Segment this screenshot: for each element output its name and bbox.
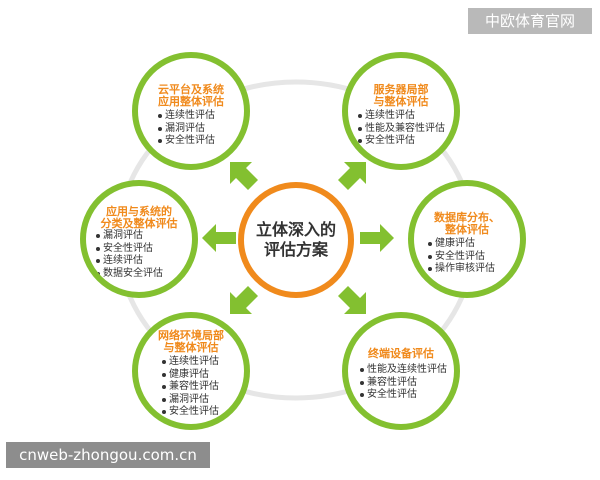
bullet-icon: [158, 114, 162, 118]
list-item: 漏洞评估: [162, 394, 219, 407]
bullet-icon: [428, 254, 432, 259]
bullet-icon: [96, 246, 100, 251]
bullet-icon: [162, 410, 166, 415]
bullet-icon: [162, 397, 166, 402]
list-item: 数据安全评估: [96, 268, 163, 281]
arrow-to-database: [360, 224, 394, 252]
list-item: 连续性评估: [158, 110, 215, 123]
center-title: 立体深入的 评估方案: [255, 220, 336, 259]
watermark-top: 中欧体育官网: [468, 8, 592, 34]
node-database-title: 数据库分布、 整体评估: [434, 211, 500, 236]
list-item: 性能及连续性评估: [360, 364, 447, 377]
node-database-list: 健康评估 安全性评估 操作审核评估: [428, 238, 495, 276]
bullet-icon: [360, 393, 364, 398]
list-item: 操作审核评估: [428, 263, 495, 276]
node-database: 数据库分布、 整体评估 健康评估 安全性评估 操作审核评估: [408, 180, 526, 298]
list-item: 安全性评估: [360, 389, 447, 402]
bullet-icon: [96, 271, 100, 276]
bullet-icon: [360, 380, 364, 385]
bullet-icon: [162, 372, 166, 377]
node-app: 应用与系统的 分类及整体评估 漏洞评估 安全性评估 连续评估 数据安全评估: [80, 180, 198, 298]
list-item: 漏洞评估: [158, 123, 215, 136]
node-app-title: 应用与系统的 分类及整体评估: [100, 205, 178, 230]
bullet-icon: [96, 259, 100, 264]
arrow-to-cloud: [230, 162, 258, 190]
node-terminal-title: 终端设备评估: [368, 347, 434, 360]
list-item: 连续性评估: [358, 110, 445, 123]
list-item: 安全性评估: [162, 406, 219, 419]
node-app-list: 漏洞评估 安全性评估 连续评估 数据安全评估: [96, 230, 163, 280]
arrow-to-network: [230, 286, 258, 314]
node-server-title: 服务器局部 与整体评估: [373, 83, 429, 108]
node-terminal-list: 性能及连续性评估 兼容性评估 安全性评估: [360, 364, 447, 402]
list-item: 性能及兼容性评估: [358, 123, 445, 136]
list-item: 安全性评估: [428, 251, 495, 264]
node-network-list: 连续性评估 健康评估 兼容性评估 漏洞评估 安全性评估: [162, 356, 219, 419]
list-item: 健康评估: [428, 238, 495, 251]
node-cloud-title: 云平台及系统 应用整体评估: [158, 83, 224, 108]
list-item: 安全性评估: [96, 243, 163, 256]
bullet-icon: [360, 368, 364, 372]
bullet-icon: [162, 360, 166, 364]
bullet-icon: [158, 139, 162, 144]
bullet-icon: [358, 126, 362, 131]
list-item: 兼容性评估: [360, 377, 447, 390]
bullet-icon: [428, 267, 432, 272]
list-item: 安全性评估: [358, 135, 445, 148]
node-terminal: 终端设备评估 性能及连续性评估 兼容性评估 安全性评估: [342, 312, 460, 430]
center-circle: 立体深入的 评估方案: [238, 182, 354, 298]
node-network: 网络环境局部 与整体评估 连续性评估 健康评估 兼容性评估 漏洞评估 安全性评估: [132, 312, 250, 430]
list-item: 连续评估: [96, 255, 163, 268]
arrow-to-app: [202, 224, 236, 252]
list-item: 安全性评估: [158, 135, 215, 148]
node-cloud: 云平台及系统 应用整体评估 连续性评估 漏洞评估 安全性评估: [132, 52, 250, 170]
bullet-icon: [158, 126, 162, 131]
arrow-to-terminal: [338, 286, 366, 314]
bullet-icon: [358, 114, 362, 118]
list-item: 漏洞评估: [96, 230, 163, 243]
arrow-to-server: [338, 162, 366, 190]
bullet-icon: [96, 234, 100, 238]
node-server-list: 连续性评估 性能及兼容性评估 安全性评估: [358, 110, 445, 148]
watermark-bottom: cnweb-zhongou.com.cn: [6, 442, 210, 468]
bullet-icon: [162, 385, 166, 390]
bullet-icon: [358, 139, 362, 144]
node-network-title: 网络环境局部 与整体评估: [158, 329, 224, 354]
node-cloud-list: 连续性评估 漏洞评估 安全性评估: [158, 110, 215, 148]
list-item: 健康评估: [162, 369, 219, 382]
bullet-icon: [428, 242, 432, 246]
node-server: 服务器局部 与整体评估 连续性评估 性能及兼容性评估 安全性评估: [342, 52, 460, 170]
list-item: 兼容性评估: [162, 381, 219, 394]
list-item: 连续性评估: [162, 356, 219, 369]
